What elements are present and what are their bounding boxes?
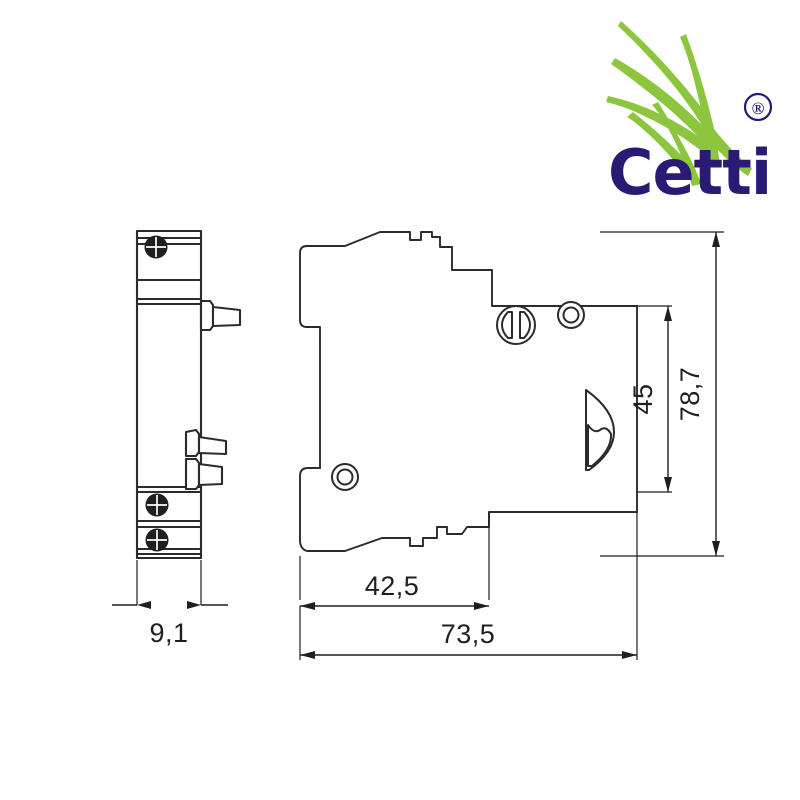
dimension-depth-partial: 42,5 [299,512,490,610]
dimension-width-side: 9,1 [112,560,228,648]
arrow-78-7-top [712,232,720,247]
ring-indicator-icon [557,301,585,329]
front-view-group [299,231,638,552]
dimension-depth-total: 73,5 [299,512,638,660]
dimension-label-9-1: 9,1 [149,618,188,648]
side-view-group [135,229,242,560]
arrow-42-5-right [474,602,489,610]
brand-logo: ® Cetti [606,6,792,202]
side-tab-middle-base [184,428,201,458]
dimension-label-78-7: 78,7 [675,367,705,422]
front-upper-left-notch [299,245,321,344]
arrow-73-5-right [622,651,637,659]
arrow-9-1-right [187,601,201,609]
arrow-45-bottom [664,477,672,492]
dimension-height-body: 45 [628,305,672,493]
side-screw-bottom-icon [145,528,169,552]
dimension-height-total: 78,7 [600,231,724,557]
registered-mark-icon: ® [743,92,773,122]
arrow-9-1-left [137,601,151,609]
arrow-73-5-left [300,651,315,659]
d-shaped-lever-icon[interactable] [585,389,615,471]
dimension-label-45: 45 [628,383,658,414]
arrow-42-5-left [300,602,315,610]
side-tab-lower-base [184,457,201,491]
side-tab-upper-blade [211,305,242,328]
side-tab-lower-blade [197,462,224,487]
grass-strokes-logo-icon [606,21,752,186]
brand-logo-svg: ® Cetti [606,21,773,202]
ring-pivot-icon [331,463,359,491]
dimension-label-73-5: 73,5 [441,619,496,649]
arrow-45-top [664,306,672,321]
brand-name: Cetti [608,136,771,202]
front-top-contour [306,231,638,307]
front-bottom-contour [299,467,638,552]
arrow-78-7-bottom [712,541,720,556]
side-tab-upper-base [199,299,215,332]
side-screw-top-icon [144,235,168,259]
registered-symbol: ® [752,99,765,118]
side-tab-middle-blade [197,435,228,456]
side-screw-middle-icon [145,493,169,517]
dimension-label-42-5: 42,5 [365,571,420,601]
slotted-knob-icon[interactable] [496,305,536,345]
